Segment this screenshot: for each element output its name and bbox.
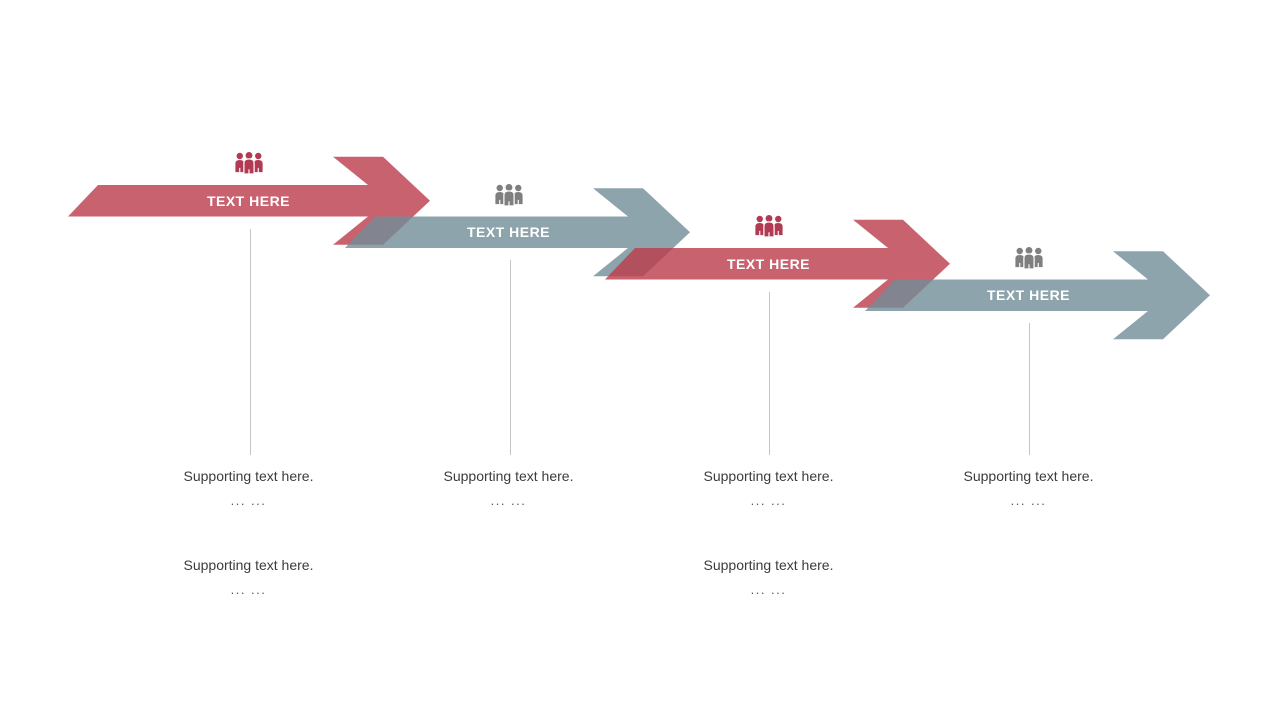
supporting-text: Supporting text here. xyxy=(183,557,314,573)
supporting-text-block-1b[interactable]: Supporting text here. ... ... xyxy=(109,556,389,597)
arrow-shape-2[interactable] xyxy=(345,188,690,277)
supporting-text-block-1a[interactable]: Supporting text here. ... ... xyxy=(109,467,389,508)
step-label-4[interactable]: TEXT HERE xyxy=(986,287,1071,303)
supporting-dots: ... ... xyxy=(750,493,787,508)
arrow-shape-1[interactable] xyxy=(68,156,430,245)
connector-line-3 xyxy=(769,292,770,455)
supporting-dots: ... ... xyxy=(1010,493,1047,508)
arrow-shape-3[interactable] xyxy=(605,219,950,308)
supporting-text-block-3b[interactable]: Supporting text here. ... ... xyxy=(629,556,909,597)
supporting-text: Supporting text here. xyxy=(703,468,834,484)
people-group-icon xyxy=(754,213,783,238)
people-group-icon xyxy=(494,182,523,207)
supporting-text-block-4a[interactable]: Supporting text here. ... ... xyxy=(889,467,1169,508)
supporting-text: Supporting text here. xyxy=(963,468,1094,484)
supporting-dots: ... ... xyxy=(750,582,787,597)
supporting-dots: ... ... xyxy=(230,582,267,597)
supporting-dots: ... ... xyxy=(490,493,527,508)
connector-line-1 xyxy=(250,229,251,455)
supporting-text: Supporting text here. xyxy=(443,468,574,484)
people-group-icon xyxy=(234,150,263,175)
supporting-text-block-3a[interactable]: Supporting text here. ... ... xyxy=(629,467,909,508)
step-label-3[interactable]: TEXT HERE xyxy=(726,255,811,272)
supporting-dots: ... ... xyxy=(230,493,267,508)
supporting-text: Supporting text here. xyxy=(183,468,314,484)
supporting-text: Supporting text here. xyxy=(703,557,834,573)
step-label-2[interactable]: TEXT HERE xyxy=(466,224,551,240)
connector-line-4 xyxy=(1029,323,1030,455)
step-label-1[interactable]: TEXT HERE xyxy=(206,192,291,209)
arrow-shape-4[interactable] xyxy=(865,251,1210,340)
people-group-icon xyxy=(1014,245,1043,270)
connector-line-2 xyxy=(510,260,511,455)
supporting-text-block-2a[interactable]: Supporting text here. ... ... xyxy=(369,467,649,508)
